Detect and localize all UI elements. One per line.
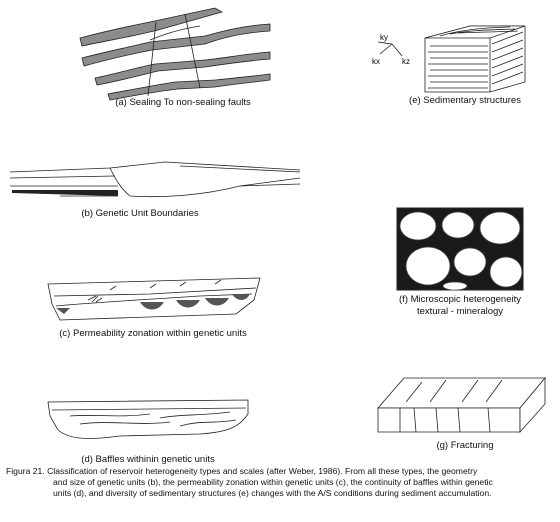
panel-e-label: (e) Sedimentary structures [409, 95, 521, 106]
figure-caption: Figura 21. Classification of reservoir h… [6, 466, 554, 500]
caption-line-3: units (d), and diversity of sedimentary … [53, 488, 492, 499]
panel-b-label: (b) Genetic Unit Boundaries [81, 208, 199, 219]
panel-d-label: (d) Baffles withinin genetic units [81, 454, 215, 465]
caption-line-1: Figura 21. Classification of reservoir h… [6, 466, 478, 476]
panel-a-label: (a) Sealing To non-sealing faults [115, 97, 251, 108]
panel-f-label-line1: (f) Microscopic heterogeneity [399, 294, 521, 305]
panel-c-label: (c) Permeability zonation within genetic… [59, 328, 247, 339]
panel-g-label: (g) Fracturing [436, 440, 494, 451]
axis-kx-label: kx [372, 57, 380, 66]
caption-line-2: and size of genetic units (b), the perme… [53, 477, 493, 488]
axis-kz-label: kz [402, 57, 410, 66]
axis-ky-label: ky [380, 33, 388, 42]
panel-f-label-line2: textural - mineralogy [416, 306, 504, 317]
